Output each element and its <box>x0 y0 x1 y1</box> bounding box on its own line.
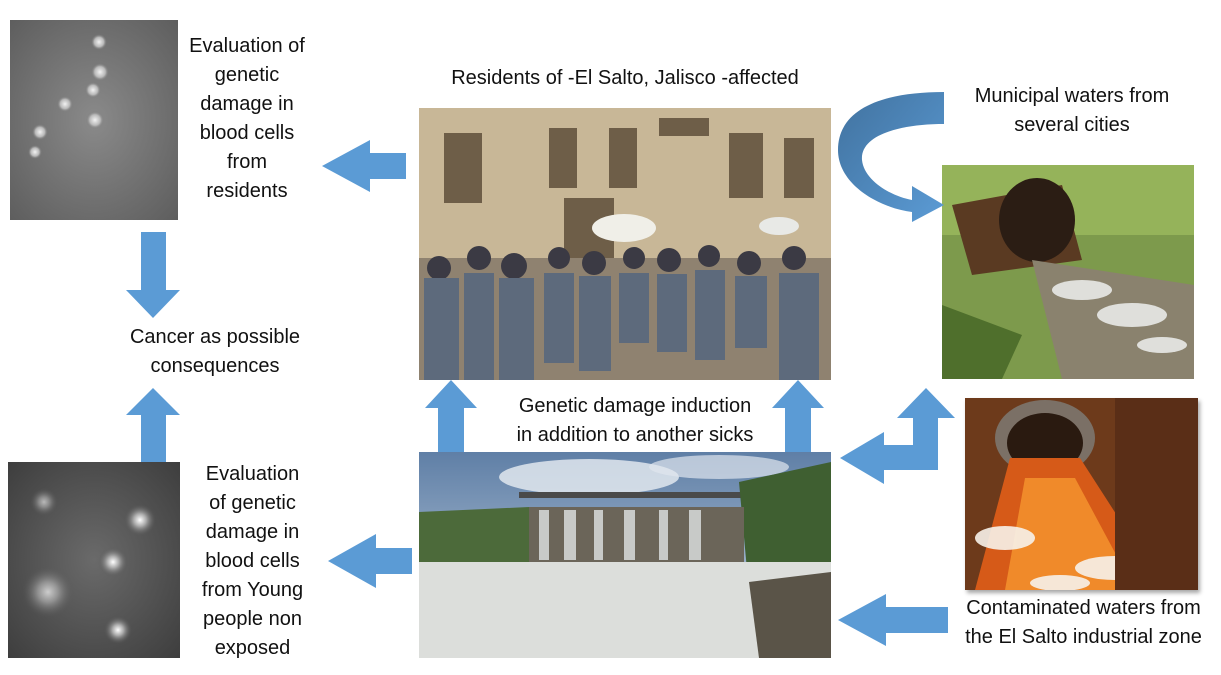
photo-residents-crowd <box>419 108 831 380</box>
arrow-left-from-industrial <box>838 594 948 646</box>
micrograph-residents <box>10 20 178 220</box>
label-eval-young: Evaluation of genetic damage in blood ce… <box>201 463 304 659</box>
label-eval-residents: Evaluation of genetic damage in blood ce… <box>189 35 305 202</box>
micrograph-young-people <box>8 462 180 658</box>
arrow-down-to-cancer <box>126 232 180 318</box>
label-residents-title: Residents of -El Salto, Jalisco -affecte… <box>451 67 799 89</box>
photo-drainage-pipe <box>942 165 1194 379</box>
label-genetic-induction: Genetic damage induction in addition to … <box>516 395 754 446</box>
arrow-elbow-to-waterfall <box>840 388 955 484</box>
label-contaminated: Contaminated waters from the El Salto in… <box>965 597 1202 648</box>
curved-arrow-municipal <box>838 92 944 222</box>
label-cancer: Cancer as possible consequences <box>129 326 301 377</box>
photo-el-salto-waterfall <box>419 452 831 658</box>
arrow-up-left <box>425 380 477 452</box>
label-municipal-waters: Municipal waters from several cities <box>974 85 1170 136</box>
arrow-left-to-eval-residents <box>322 140 406 192</box>
arrow-left-to-eval-young <box>328 534 412 588</box>
photo-industrial-outflow <box>965 398 1198 590</box>
arrow-up-right <box>772 380 824 452</box>
arrow-up-to-cancer <box>126 388 180 462</box>
